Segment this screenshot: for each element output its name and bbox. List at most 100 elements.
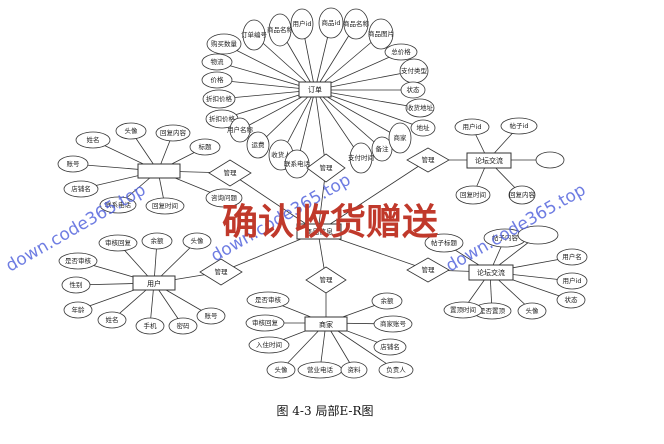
user-attr: 账号 [205,311,219,320]
entity-order [298,81,332,98]
merchant-attr: 头像 [125,126,139,135]
shop-attr: 店铺名 [380,342,400,351]
merchant-attr: 标题 [199,142,213,151]
reply-attributes: 用户id 帖子id 回复时间 回复内容 [454,117,565,205]
merchant-attributes: 姓名 头像 回复内容 标题 账号 店铺名 联系电话 回复时间 咨询问题 [57,122,243,215]
order-attr: 折扣价格 [209,114,236,123]
shop-attr: 审核回复 [252,318,279,327]
order-attr: 总价格 [391,47,411,56]
order-attr: 商品名称 [343,19,370,28]
relationship-label: 管理 [320,163,334,172]
reply-attr: 帖子id [510,121,529,130]
merchant-attr: 咨询问题 [211,193,238,202]
entity-forum-post-label: 论坛交流 [475,156,503,165]
order-attributes: 订单编号 商品名称 用户id 商品id 商品名称 商品图片 购买数量 物流 价格… [201,7,436,179]
merchant-attr: 联系电话 [105,200,132,209]
entity-order-label: 订单 [308,85,322,94]
shop-attr: 是否审核 [255,295,282,304]
entity-shop-label: 商家 [319,320,333,329]
relationship-reply [406,147,450,173]
order-attr: 物流 [211,57,225,66]
order-attr: 收货地址 [407,103,434,112]
entity-boxes: 订单 论坛交流 商品信息 论坛交流 用户 商家 [132,81,514,332]
shop-attr: 头像 [275,365,289,374]
order-attr: 商品图片 [368,29,394,38]
order-attr: 收货人 [271,150,291,159]
relationship-shop [305,266,347,294]
relationship-label: 管理 [224,168,238,177]
shop-attr: 余额 [381,296,395,305]
reply-attr: 回复时间 [460,190,486,199]
order-attr: 购买数量 [211,39,238,48]
order-attr: 状态 [407,85,421,94]
shop-attr: 营业电话 [307,365,334,374]
forum-attr: 用户id [563,276,582,285]
order-attr: 价格 [211,75,225,84]
user-attr: 手机 [144,321,158,330]
order-attr: 商品名称 [267,25,294,34]
relationship-label: 管理 [422,155,436,164]
order-attr: 地址 [417,123,431,132]
order-attr: 运费 [252,140,266,149]
user-attr: 头像 [191,236,205,245]
forum-attr: 是否置顶 [479,307,506,315]
order-attr: 折扣价格 [206,94,233,103]
relationship-label: 管理 [215,267,229,276]
entity-forum-post [466,152,512,169]
relationship-label: 管理 [320,275,334,284]
entity-forum [468,264,514,281]
forum-attributes: 帖子内容 帖子标题 用户名 用户id 状态 头像 是否置顶 置顶时间 [424,225,588,320]
relationship-label: 管理 [422,265,436,274]
user-attr: 密码 [177,321,191,330]
merchant-attr: 店铺名 [71,184,91,193]
user-attr: 审核回复 [105,238,132,247]
merchant-attr: 回复时间 [152,201,178,210]
forum-attr: 头像 [526,306,540,315]
shop-attributes: 是否审核 审核回复 入住时间 头像 营业电话 资料 余额 商家账号 店铺名 负责… [245,291,414,379]
relationship-order [306,153,346,183]
user-attr: 年龄 [72,305,86,314]
order-attr: 用户名称 [227,125,254,134]
forum-attr: 帖子标题 [431,238,458,247]
entity-user-label: 用户 [147,279,161,288]
entity-merchant [137,163,181,179]
relationship-diamonds: 管理 管理 管理 管理 管理 管理 [199,147,450,294]
user-attr: 性别 [70,280,83,289]
order-attr: 支付时间 [348,153,374,162]
reply-attr: 用户id [463,122,482,131]
promo-banner: 确认收货赠送 [222,202,438,243]
shop-attr: 商家账号 [380,319,407,328]
shop-attr: 负责人 [386,365,406,374]
merchant-attr: 回复内容 [160,128,187,137]
user-attr: 是否审核 [65,256,92,265]
reply-attr: 回复内容 [509,190,536,199]
user-attr: 姓名 [106,315,119,324]
entity-user [132,275,176,291]
merchant-attr: 姓名 [87,135,100,144]
figure-caption: 图 4-3 局部E-R图 [276,403,373,418]
relationship-forum [406,257,450,283]
entity-center [296,223,342,240]
order-attr: 订单编号 [241,30,268,39]
order-attr: 用户id [293,19,312,28]
entity-shop [304,316,348,332]
relationship-merchant [208,159,252,187]
order-attr: 备注 [376,144,390,153]
shop-attr: 资料 [348,365,362,374]
user-attr: 余额 [151,236,165,245]
forum-attr: 用户名 [562,252,582,261]
entity-forum-label: 论坛交流 [477,268,505,277]
shop-attr: 入住时间 [256,340,282,349]
forum-attr: 状态 [565,295,579,304]
order-attr: 商品id [322,18,341,27]
order-attr: 支付类型 [401,66,428,75]
forum-attr: 置顶时间 [450,305,476,314]
order-attr: 联系电话 [284,159,311,168]
entity-center-label: 商品信息 [305,227,333,236]
user-attributes: 审核回复 余额 头像 是否审核 性别 年龄 姓名 手机 密码 账号 [58,232,226,335]
relationship-user [199,258,243,286]
merchant-attr: 账号 [67,159,81,168]
forum-attr: 帖子内容 [492,233,519,242]
order-attr: 商家 [394,133,408,142]
